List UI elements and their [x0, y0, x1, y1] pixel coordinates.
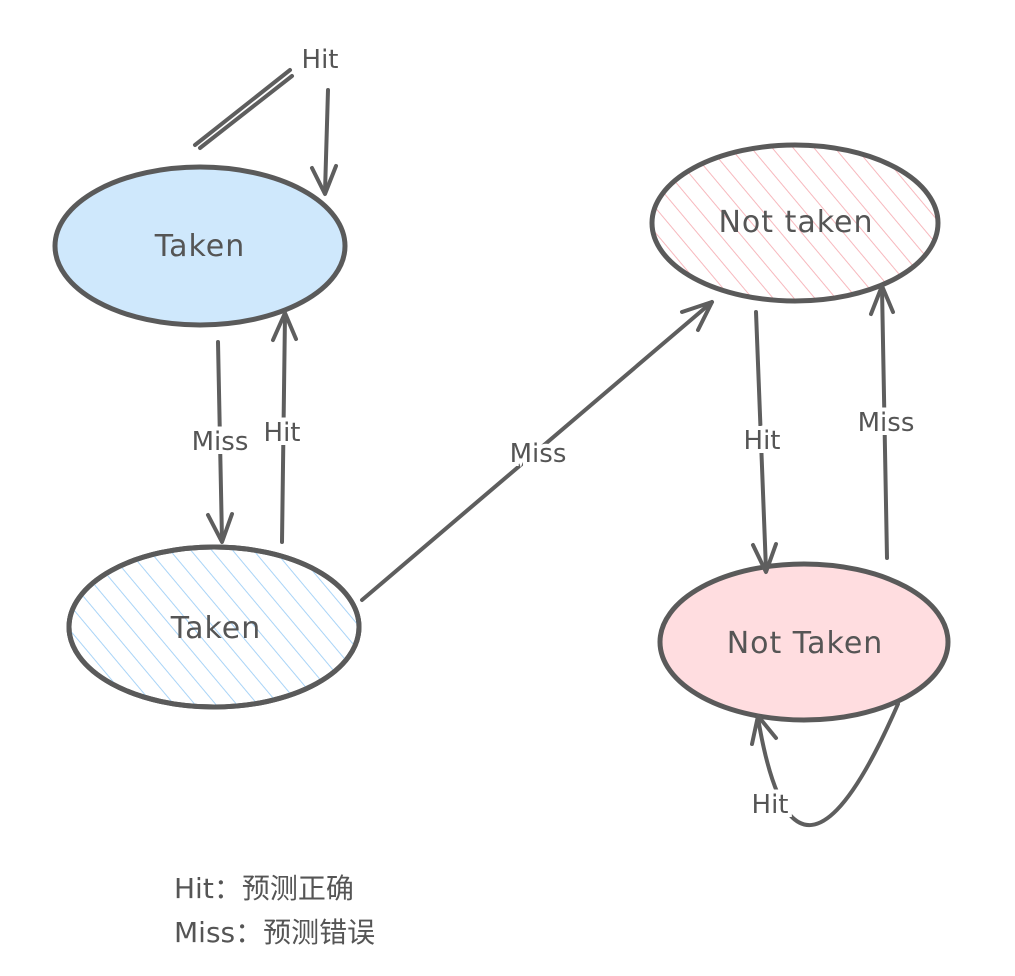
node-strong-not-taken: Not Taken: [657, 561, 951, 723]
legend-hit: Hit：预测正确: [174, 872, 354, 905]
edge-taken-self-hit: Hit: [193, 41, 342, 196]
edge-taken-up-label: Hit: [264, 418, 301, 448]
node-weak-taken: Taken: [66, 544, 362, 710]
node-strong-taken: Taken: [52, 164, 348, 328]
legend: Hit：预测正确 Miss：预测错误: [174, 872, 375, 949]
edge-not-taken-self-hit: Hit: [748, 702, 900, 827]
edge-not-taken-up-miss: Miss: [854, 284, 918, 560]
node-strong-taken-label: Taken: [154, 229, 246, 264]
node-weak-not-taken-label: Not taken: [718, 205, 873, 240]
node-strong-not-taken-label: Not Taken: [727, 626, 884, 661]
edge-taken-down-label: Miss: [192, 427, 249, 457]
legend-miss: Miss：预测错误: [174, 916, 375, 949]
edge-not-taken-self-label: Hit: [752, 790, 789, 820]
edge-not-taken-up-label: Miss: [858, 408, 915, 438]
edge-taken-down-miss: Miss: [188, 340, 252, 544]
node-weak-not-taken: Not taken: [649, 142, 941, 304]
edge-cross-label: Miss: [510, 439, 567, 469]
edge-not-taken-down-hit: Hit: [740, 310, 784, 574]
edge-taken-up-hit: Hit: [260, 311, 304, 544]
node-weak-taken-label: Taken: [170, 611, 262, 646]
edge-taken-self-label: Hit: [302, 45, 339, 75]
edge-not-taken-down-label: Hit: [744, 426, 781, 456]
edge-cross-miss: Miss: [360, 300, 714, 602]
